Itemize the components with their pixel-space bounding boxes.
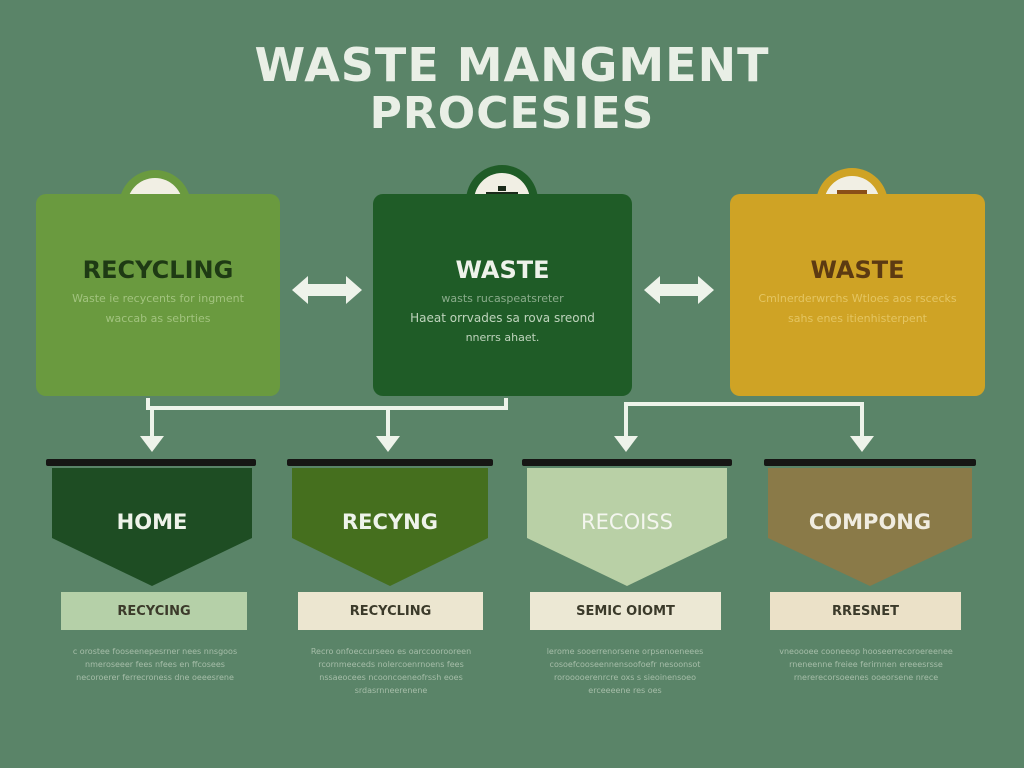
card-recycling-line1: Waste ie recycents for ingment	[72, 292, 244, 305]
double-arrow-left	[292, 276, 362, 304]
funnel-bar-2	[287, 459, 493, 466]
card-recycling: RECYCLING Waste ie recycents for ingment…	[36, 194, 280, 396]
funnel-compong: COMPONG	[768, 468, 972, 588]
funnel-home-label: HOME	[116, 510, 188, 534]
card-waste-yellow-line2: sahs enes itienhisterpent	[788, 312, 927, 325]
card-waste-yellow-line1: Cmlnerderwrchs Wtloes aos rscecks	[758, 292, 957, 305]
card-waste-line1: wasts rucaspeatsreter	[441, 292, 564, 305]
card-waste-yellow-heading: WASTE	[810, 256, 905, 284]
card-recycling-line2: waccab as sebrties	[105, 312, 211, 325]
funnel-recoiss: RECOISS	[527, 468, 727, 588]
funnel-recyng: RECYNG	[292, 468, 488, 588]
tag-recycling: RECYCLING	[298, 592, 483, 630]
card-recycling-heading: RECYCLING	[82, 256, 234, 284]
funnel-bar-1	[46, 459, 256, 466]
card-waste-line3: nnerrs ahaet.	[465, 331, 540, 344]
page-title: WASTE MANGMENT	[254, 38, 770, 92]
funnel-bar-4	[764, 459, 976, 466]
tag-rresnet: RRESNET	[770, 592, 961, 630]
card-waste-line2: Haeat orrvades sa rova sreond	[410, 311, 595, 325]
funnel-recoiss-label: RECOISS	[581, 510, 673, 534]
card-waste-yellow: WASTE Cmlnerderwrchs Wtloes aos rscecks …	[730, 194, 985, 396]
card-waste-heading: WASTE	[455, 256, 550, 284]
funnel-compong-label: COMPONG	[808, 510, 932, 534]
tag-recycing: RECYCING	[61, 592, 247, 630]
tag-semic-oiomt: SEMIC OIOMT	[530, 592, 721, 630]
card-waste: WASTE wasts rucaspeatsreter Haeat orrvad…	[373, 194, 632, 396]
funnel-home: HOME	[52, 468, 252, 588]
double-arrow-right	[644, 276, 714, 304]
page-subtitle: PROCESIES	[369, 88, 655, 139]
funnel-recyng-label: RECYNG	[342, 510, 438, 534]
funnel-bar-3	[522, 459, 732, 466]
